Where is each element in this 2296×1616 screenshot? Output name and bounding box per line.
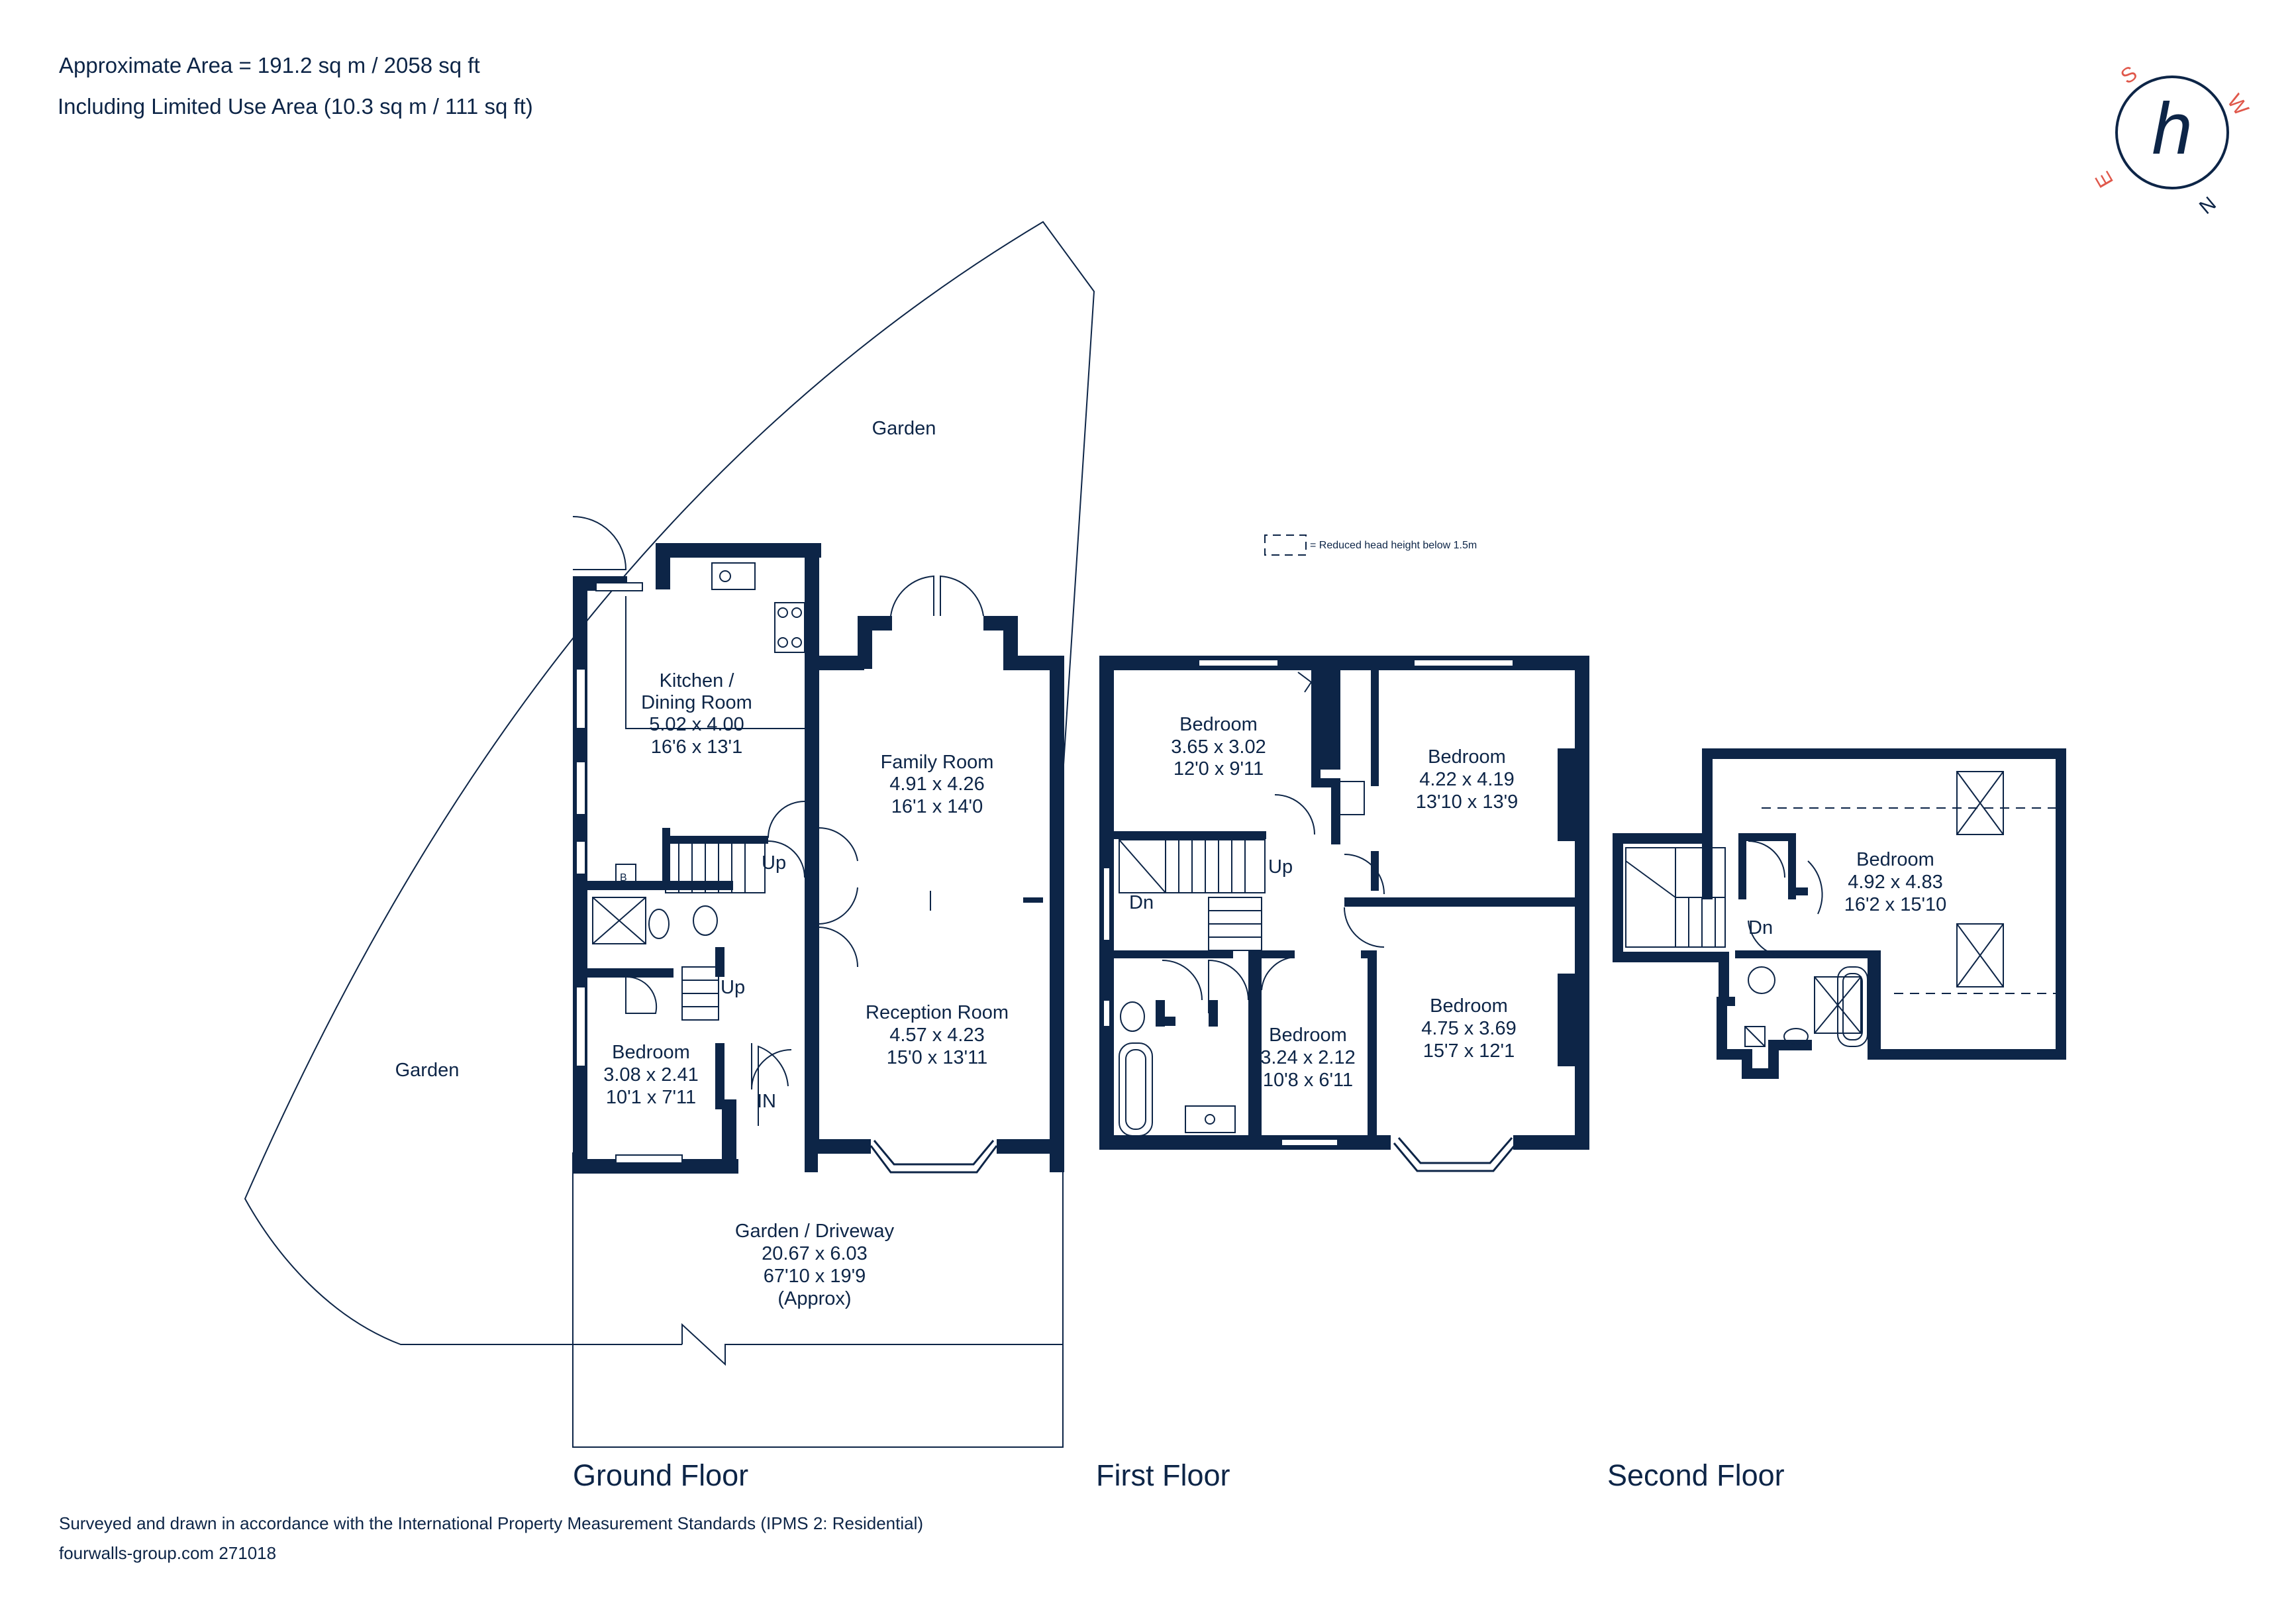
reception-room-label: Reception Room [866, 1002, 1009, 1023]
ff-bedroom-4-metric: 4.75 x 3.69 [1421, 1018, 1517, 1039]
reception-room-imperial: 15'0 x 13'11 [887, 1047, 987, 1068]
reduced-height-legend [1264, 534, 1307, 556]
driveway-imperial: 67'10 x 19'9 [764, 1266, 866, 1287]
kitchen-metric: 5.02 x 4.00 [649, 714, 744, 735]
ff-bedroom-2-metric: 4.22 x 4.19 [1419, 769, 1515, 790]
family-room-imperial: 16'1 x 14'0 [891, 796, 983, 817]
gf-bedroom-imperial: 10'1 x 7'11 [606, 1087, 696, 1108]
kitchen-imperial: 16'6 x 13'1 [651, 736, 742, 758]
ff-bedroom-3-label: Bedroom [1269, 1025, 1347, 1046]
first-floor-plan [1099, 656, 1589, 1172]
family-room-label: Family Room [881, 752, 994, 773]
sf-stair-down-label: Dn [1748, 917, 1773, 938]
compass-e-icon: E [2090, 168, 2118, 191]
first-floor-title: First Floor [1096, 1458, 1230, 1492]
compass-s-icon: S [2116, 61, 2141, 89]
driveway-metric: 20.67 x 6.03 [762, 1243, 868, 1264]
driveway-note: (Approx) [777, 1288, 851, 1309]
compass-logo: h S W N E [2090, 61, 2254, 218]
ff-bedroom-1-label: Bedroom [1179, 714, 1258, 735]
entrance-label: IN [757, 1091, 776, 1112]
gf-stair-up-label-2: Up [721, 977, 745, 998]
ff-bedroom-2-imperial: 13'10 x 13'9 [1416, 791, 1519, 813]
sf-bedroom-metric: 4.92 x 4.83 [1848, 872, 1943, 893]
ff-bedroom-4-label: Bedroom [1430, 995, 1508, 1017]
ground-floor-plan [244, 221, 1095, 1448]
garden-left-label: Garden [395, 1060, 460, 1081]
ff-bedroom-4-imperial: 15'7 x 12'1 [1423, 1040, 1515, 1062]
limited-use-area: Including Limited Use Area (10.3 sq m / … [58, 94, 533, 119]
gf-bedroom-metric: 3.08 x 2.41 [603, 1064, 699, 1086]
sf-bedroom-label: Bedroom [1856, 849, 1934, 870]
reception-room-metric: 4.57 x 4.23 [889, 1025, 985, 1046]
survey-note: Surveyed and drawn in accordance with th… [59, 1513, 924, 1533]
ff-bedroom-3-metric: 3.24 x 2.12 [1260, 1047, 1356, 1068]
gf-stair-up-label: Up [762, 852, 786, 874]
compass-w-icon: W [2222, 89, 2254, 120]
driveway-label: Garden / Driveway [735, 1221, 895, 1242]
ff-stair-up-label: Up [1268, 856, 1293, 878]
area-summary: Approximate Area = 191.2 sq m / 2058 sq … [59, 53, 480, 77]
sf-bedroom-imperial: 16'2 x 15'10 [1844, 894, 1947, 915]
reference-id: fourwalls-group.com 271018 [59, 1543, 277, 1563]
second-floor-title: Second Floor [1607, 1458, 1785, 1492]
ff-bedroom-3-imperial: 10'8 x 6'11 [1263, 1070, 1353, 1091]
compass-ring [2115, 76, 2229, 189]
family-room-metric: 4.91 x 4.26 [889, 774, 985, 795]
kitchen-label: Kitchen / [660, 670, 735, 691]
ground-floor-title: Ground Floor [573, 1458, 749, 1492]
legend-text: = Reduced head height below 1.5m [1310, 540, 1477, 551]
ff-bedroom-2-label: Bedroom [1428, 746, 1506, 768]
garden-top-label: Garden [872, 418, 936, 439]
second-floor-plan [1613, 748, 2066, 1079]
ff-bedroom-1-metric: 3.65 x 3.02 [1171, 736, 1266, 758]
ff-bedroom-1-imperial: 12'0 x 9'11 [1173, 758, 1264, 780]
boiler-label: B [620, 872, 627, 884]
gf-bedroom-label: Bedroom [612, 1042, 690, 1063]
ff-stair-down-label: Dn [1129, 892, 1154, 913]
kitchen-label-2: Dining Room [641, 692, 752, 713]
logo-letter-icon: h [2152, 88, 2192, 170]
garden-boundary [244, 221, 1095, 1448]
compass-n-icon: N [2195, 192, 2220, 218]
